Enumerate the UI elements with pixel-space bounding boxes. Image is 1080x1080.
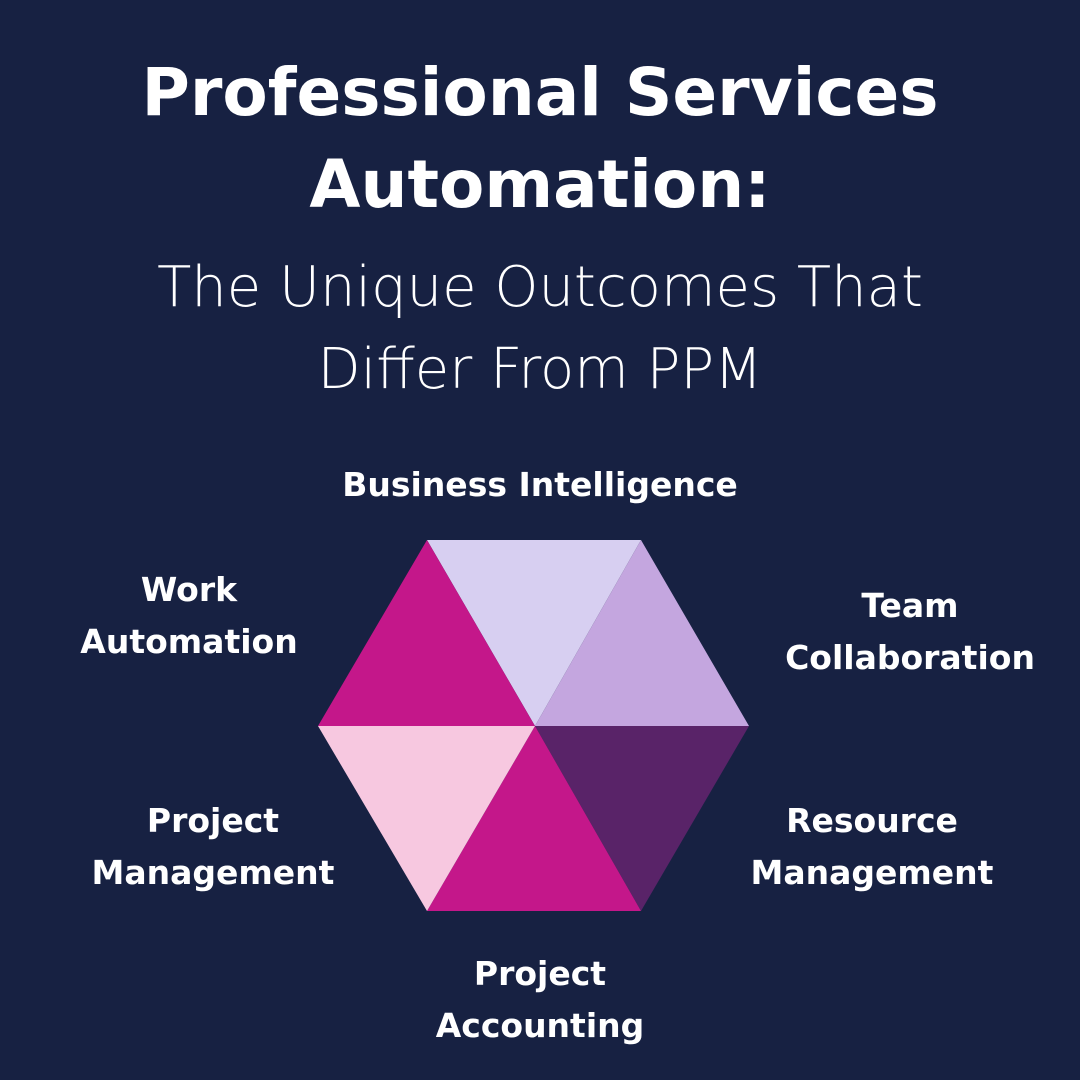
label-text-line1: Resource: [786, 801, 958, 840]
label-text-line2: Automation: [80, 622, 298, 661]
label-project-management: Project Management: [92, 795, 335, 899]
label-text: Business Intelligence: [342, 465, 738, 504]
segment-work-automation: [318, 540, 535, 726]
segment-project-accounting: [427, 726, 641, 911]
label-text-line2: Management: [750, 853, 994, 892]
label-text-line2: Management: [91, 853, 335, 892]
label-text-line1: Project: [146, 801, 280, 840]
label-text-line1: Project: [473, 954, 607, 993]
label-text-line1: Team: [861, 586, 959, 625]
title-line-1: Professional Services: [141, 54, 939, 131]
segment-business-intelligence: [427, 540, 641, 726]
label-team-collaboration: Team Collaboration: [785, 580, 1035, 684]
segment-team-collaboration: [535, 540, 749, 726]
label-resource-management: Resource Management: [751, 795, 994, 899]
segment-project-management: [318, 726, 535, 911]
title-line-2: Automation:: [309, 146, 771, 223]
label-text-line2: Accounting: [435, 1006, 645, 1045]
segment-resource-management: [535, 726, 749, 911]
label-text-line2: Collaboration: [785, 638, 1035, 677]
label-business-intelligence: Business Intelligence: [342, 459, 738, 511]
label-project-accounting: Project Accounting: [436, 948, 645, 1052]
subtitle-line-2: Differ From PPM: [317, 337, 763, 402]
subtitle-line-1: The Unique Outcomes That: [157, 255, 923, 320]
label-work-automation: Work Automation: [80, 564, 297, 668]
label-text-line1: Work: [140, 570, 238, 609]
